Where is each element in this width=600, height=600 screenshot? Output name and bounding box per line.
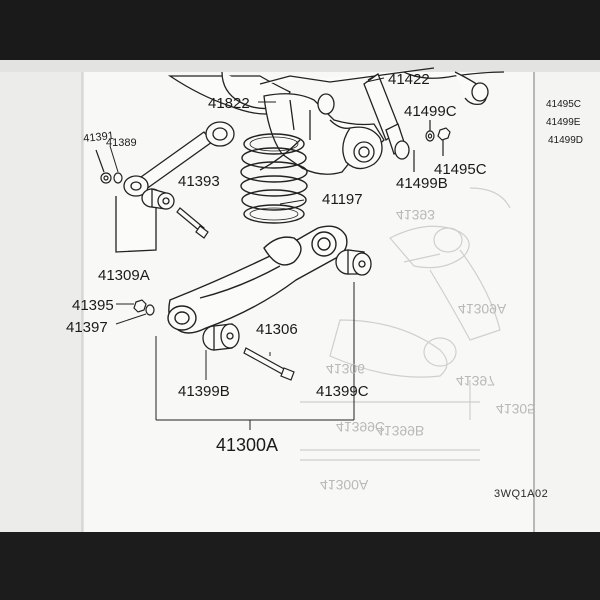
callout-41306: 41306 [256,321,298,338]
right-callout-2: 41499E [546,117,581,128]
shock-hardware [413,120,451,172]
upper-link [167,67,505,115]
bolt-41306 [243,347,295,381]
bushing-41393 [141,188,175,210]
callout-41197: 41197 [322,191,363,208]
right-callout-3: 41499D [548,135,584,146]
right-page [535,72,600,532]
callout-41422: 41422 [388,71,430,88]
see-through-label-6: 41300A [320,477,369,493]
bolt-41393 [176,207,209,239]
callout-41393: 41393 [178,173,220,190]
bottom-edge [0,532,600,600]
leader-lines [109,77,385,430]
illustration-code: 3WQ1A02 [494,488,549,500]
callout-41389: 41389 [106,137,137,149]
see-through-label-4: 41397 [456,373,495,389]
lateral-rod [115,121,235,253]
callout-41399c: 41399C [316,383,369,400]
shock-absorber [363,72,410,160]
see-through-label-7: 41399C [336,419,386,435]
left-page-edge [0,72,82,540]
callout-41397: 41397 [66,319,108,336]
see-through-label-3: 41306 [326,361,365,377]
callout-41399b: 41399B [178,383,230,400]
coil-spring [240,133,308,224]
callout-41300a: 41300A [216,435,279,455]
right-callout-1: 41495C [546,99,582,110]
callout-41309a: 41309A [98,267,150,284]
callout-41499c: 41499C [404,103,457,120]
callout-41495c: 41495C [434,161,487,178]
main-page [84,72,600,532]
see-through-label-1: 41393 [396,207,435,223]
bushing-41399b [202,323,240,351]
lower-arm [167,225,348,334]
see-through-label-2: 41309A [458,301,507,317]
nut-41395 [133,299,155,316]
bushing-41399c [335,249,372,276]
see-through-drawing [300,187,511,461]
washers-left [95,149,123,184]
callout-41499b: 41499B [396,175,448,192]
callout-41822: 41822 [208,95,250,112]
callout-41395: 41395 [72,297,114,314]
see-through-label-8: 41305 [496,401,535,417]
